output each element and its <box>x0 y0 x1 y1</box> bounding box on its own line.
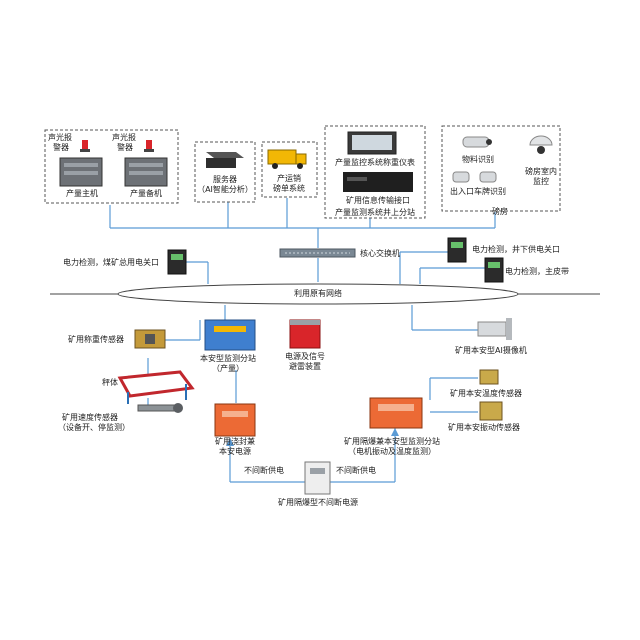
truck-icon <box>267 149 307 169</box>
ups-left-label: 不间断供电 <box>244 466 284 475</box>
ai-camera-label: 矿用本安型AI摄像机 <box>455 346 527 355</box>
alarm-lamp-icon <box>80 140 154 152</box>
substation-label: 产量监测系统井上分站 <box>335 208 415 217</box>
arrowheads <box>226 428 399 446</box>
weigh-sensor-icon <box>134 329 166 349</box>
scale-body-icon <box>117 370 195 404</box>
explosion-station-sub-label: （电机振动及温度监测） <box>348 447 436 456</box>
scale-body-label: 秤体 <box>102 378 118 387</box>
material-id-label: 物料识别 <box>462 155 494 164</box>
ups-right-label: 不间断供电 <box>336 466 376 475</box>
host-server-icon <box>59 157 168 187</box>
speed-sensor-icon <box>137 403 183 413</box>
connection-lines <box>109 198 496 483</box>
temperature-sensor-icon <box>479 369 499 385</box>
server-label: 服务器 <box>213 175 237 184</box>
vibration-sensor-icon <box>479 401 503 421</box>
power-meter-icon <box>167 237 504 283</box>
alarm1b-label: 警器 <box>53 143 69 152</box>
transfer-interface-icon <box>343 172 413 192</box>
weigh-instrument-label: 产量监控系统称重仪表 <box>335 158 415 167</box>
core-switch-icon <box>279 248 356 258</box>
vibration-sensor-label: 矿用本安振动传感器 <box>448 423 520 432</box>
ups-icon <box>304 461 331 495</box>
alarm2-label: 声光报 <box>112 133 136 142</box>
alarm1-label: 声光报 <box>48 133 72 142</box>
alarm2b-label: 警器 <box>117 143 133 152</box>
top-boxes <box>44 125 561 219</box>
monitor-station-label: 本安型监测分站 <box>200 354 256 363</box>
network-label: 利用原有网络 <box>294 289 342 298</box>
speed-sensor-sub-label: （设备开、停监测） <box>58 423 130 432</box>
power-belt-label: 电力检测，主皮带 <box>505 267 569 276</box>
scale-room-label: 磅房 <box>492 207 508 216</box>
surge-sub-label: 避雷装置 <box>289 362 321 371</box>
server-sub-label: （AI智能分析） <box>197 185 253 194</box>
sales-label: 产运销 <box>277 174 301 183</box>
temp-sensor-label: 矿用本安温度传感器 <box>450 389 522 398</box>
power-main-label: 电力检测，煤矿总用电关口 <box>63 258 159 267</box>
ai-camera-icon <box>477 318 512 340</box>
flame-power-sub-label: 本安电源 <box>219 447 251 456</box>
backup-host-label: 产量备机 <box>130 189 162 198</box>
transfer-iface-label: 矿用信息传输接口 <box>346 196 410 205</box>
flameproof-power-icon <box>214 403 256 437</box>
room-monitor-b-label: 监控 <box>533 177 549 186</box>
surge-label: 电源及信号 <box>285 352 325 361</box>
weigh-sensor-label: 矿用称重传感器 <box>68 335 124 344</box>
power-under-label: 电力检测，井下供电关口 <box>472 245 560 254</box>
surge-protector-icon <box>289 319 321 349</box>
core-switch-label: 核心交换机 <box>360 249 400 258</box>
network-backbone <box>50 283 600 305</box>
ups-label: 矿用隔爆型不间断电源 <box>278 498 358 507</box>
explosion-station-icon <box>369 397 423 429</box>
room-monitor-label: 磅房室内 <box>525 167 557 176</box>
flame-power-label: 矿用浇封兼 <box>215 437 255 446</box>
weigh-instrument-icon <box>347 131 397 155</box>
monitor-station-sub-label: （产量） <box>212 364 244 373</box>
main-host-label: 产量主机 <box>66 189 98 198</box>
camera-icon <box>452 135 553 183</box>
explosion-station-label: 矿用隔爆兼本安型监测分站 <box>344 437 440 446</box>
monitor-station-icon <box>204 319 256 351</box>
sales-sub-label: 磅单系统 <box>273 184 305 193</box>
speed-sensor-label: 矿用速度传感器 <box>62 413 118 422</box>
server-icon <box>206 152 244 168</box>
plate-id-label: 出入口车牌识别 <box>450 187 506 196</box>
